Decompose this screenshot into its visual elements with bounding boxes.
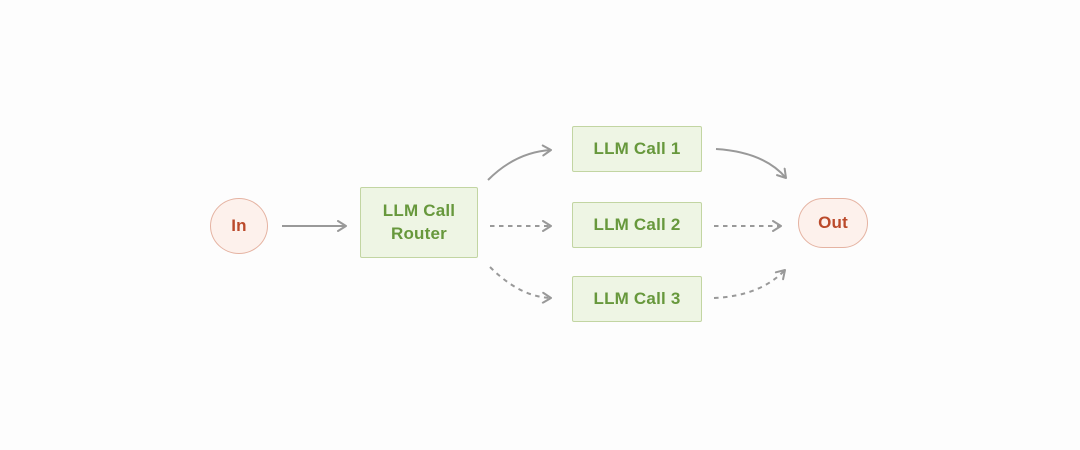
node-out: Out <box>798 198 868 248</box>
node-in-label: In <box>231 216 247 235</box>
node-llm-call-2-label: LLM Call 2 <box>593 214 681 234</box>
node-llm-call-1: LLM Call 1 <box>572 126 702 172</box>
node-llm-call-router-label: LLM Call Router <box>382 201 456 243</box>
node-llm-call-3-label: LLM Call 3 <box>593 288 681 308</box>
edge-router-call1 <box>487 144 552 181</box>
node-llm-call-router: LLM Call Router <box>360 187 478 258</box>
node-out-label: Out <box>818 213 848 232</box>
node-llm-call-1-label: LLM Call 1 <box>593 138 681 158</box>
node-llm-call-3: LLM Call 3 <box>572 276 702 322</box>
edge-call3-out <box>713 269 786 299</box>
edge-router-call3 <box>489 266 552 304</box>
node-llm-call-2: LLM Call 2 <box>572 202 702 248</box>
edge-call1-out <box>715 148 787 179</box>
node-in: In <box>210 198 268 254</box>
